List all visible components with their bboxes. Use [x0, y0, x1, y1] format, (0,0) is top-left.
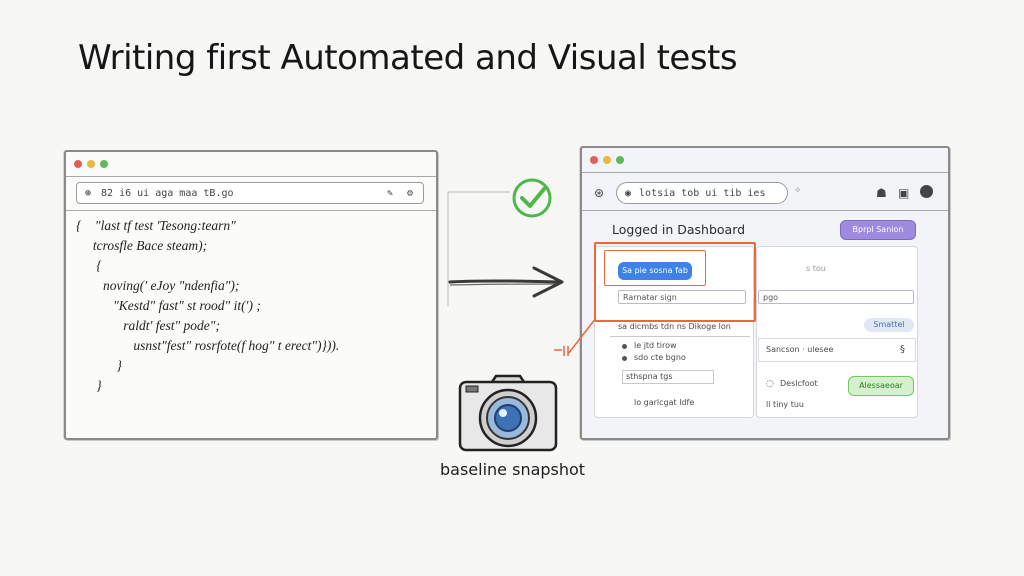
section-label: sa dicmbs tdn ns Dikoge lon — [618, 322, 731, 331]
settings-icon[interactable]: ⚙ — [406, 187, 413, 199]
highlight-pointer-icon — [554, 317, 597, 356]
code-line: } — [76, 358, 122, 373]
highlight-box — [594, 242, 756, 322]
code-line: "Kestd" fast" st rood" it(') ; — [76, 298, 261, 313]
connector-line — [447, 191, 510, 306]
code-line: { "last tf test 'Tesong:tearn" — [76, 218, 236, 233]
edit-icon[interactable]: ✎ — [386, 187, 393, 199]
toolbar-divider — [66, 210, 436, 211]
dashboard-heading: Logged in Dashboard — [612, 222, 746, 237]
list-bullet-icon — [622, 344, 627, 349]
window-controls — [74, 160, 108, 168]
code-line: tcrosfle Bace steam); — [76, 238, 208, 253]
info-row-text: li tiny tuu — [766, 400, 804, 409]
divider — [610, 336, 750, 337]
caption: baseline snapshot — [440, 460, 586, 479]
window-controls — [590, 156, 624, 164]
close-dot-icon[interactable] — [590, 156, 598, 164]
center-label: s tou — [806, 264, 826, 273]
minimize-dot-icon[interactable] — [603, 156, 611, 164]
code-line: noving(' eJoy "ndenfia"); — [76, 278, 240, 293]
info-row-text: Deslcfoot — [780, 379, 818, 388]
window-icon[interactable]: ▣ — [898, 186, 910, 200]
code-line: usnst"fest" rosrfote(f hog" t erect")}))… — [76, 338, 340, 353]
minimize-dot-icon[interactable] — [87, 160, 95, 168]
info-row — [758, 338, 916, 362]
profile-icon[interactable]: ☗ — [876, 186, 887, 200]
username-field[interactable]: Rarnatar sign — [618, 290, 746, 304]
list-item-box[interactable] — [622, 370, 714, 384]
code-editor-window: ⊛ 82 i6 ui aga maa tB.go ✎ ⚙ { "last tf … — [64, 150, 438, 440]
titlebar-divider — [582, 172, 948, 173]
address-text: 82 i6 ui aga maa tB.go — [101, 187, 234, 199]
login-button[interactable]: Sa pie sosna fab — [618, 262, 692, 280]
sort-icon[interactable]: § — [900, 344, 905, 355]
highlight-box-inner — [604, 250, 706, 286]
lock-icon: ◉ — [625, 187, 632, 199]
bookmark-icon[interactable]: ✧ — [794, 186, 802, 196]
list-item[interactable]: le jtd tirow — [634, 341, 677, 350]
maximize-dot-icon[interactable] — [100, 160, 108, 168]
confirm-button[interactable]: Alessaeoar — [848, 376, 914, 396]
toolbar-divider — [582, 210, 948, 211]
globe-icon: ⊛ — [85, 187, 92, 199]
home-icon[interactable]: ⊛ — [594, 186, 605, 200]
camera-icon — [458, 374, 558, 452]
code-line: { — [76, 258, 102, 273]
page-title: Writing first Automated and Visual tests — [78, 38, 738, 78]
checkmark-icon — [512, 178, 552, 218]
maximize-dot-icon[interactable] — [616, 156, 624, 164]
list-bullet-icon — [622, 356, 627, 361]
status-chip[interactable]: Smattel — [864, 318, 914, 332]
address-text: lotsia tob ui tib ies — [639, 187, 766, 199]
code-line: } — [76, 378, 102, 393]
list-item[interactable]: sdo cte bgno — [634, 353, 686, 362]
clock-icon: ◌ — [766, 379, 774, 389]
top-action-button[interactable]: Bprpl Sanion — [840, 220, 916, 240]
code-line: raldt' fest" pode"; — [76, 318, 220, 333]
account-icon[interactable] — [920, 185, 933, 198]
dashboard-window: ◉ lotsia tob ui tib ies ⊛ ✧ ☗ ▣ Logged i… — [580, 146, 950, 440]
search-field[interactable]: pgo — [758, 290, 914, 304]
code-block: { "last tf test 'Tesong:tearn" tcrosfle … — [76, 216, 339, 396]
right-arrow-icon — [448, 266, 564, 298]
info-row-text: Sancson · ulesee — [766, 345, 834, 354]
list-item[interactable]: lo garlcgat ldfe — [634, 398, 695, 407]
titlebar-divider — [66, 176, 436, 177]
address-bar[interactable]: ⊛ 82 i6 ui aga maa tB.go ✎ ⚙ — [76, 182, 424, 204]
close-dot-icon[interactable] — [74, 160, 82, 168]
address-bar[interactable]: ◉ lotsia tob ui tib ies — [616, 182, 788, 204]
list-item: sthspna tgs — [626, 372, 673, 381]
